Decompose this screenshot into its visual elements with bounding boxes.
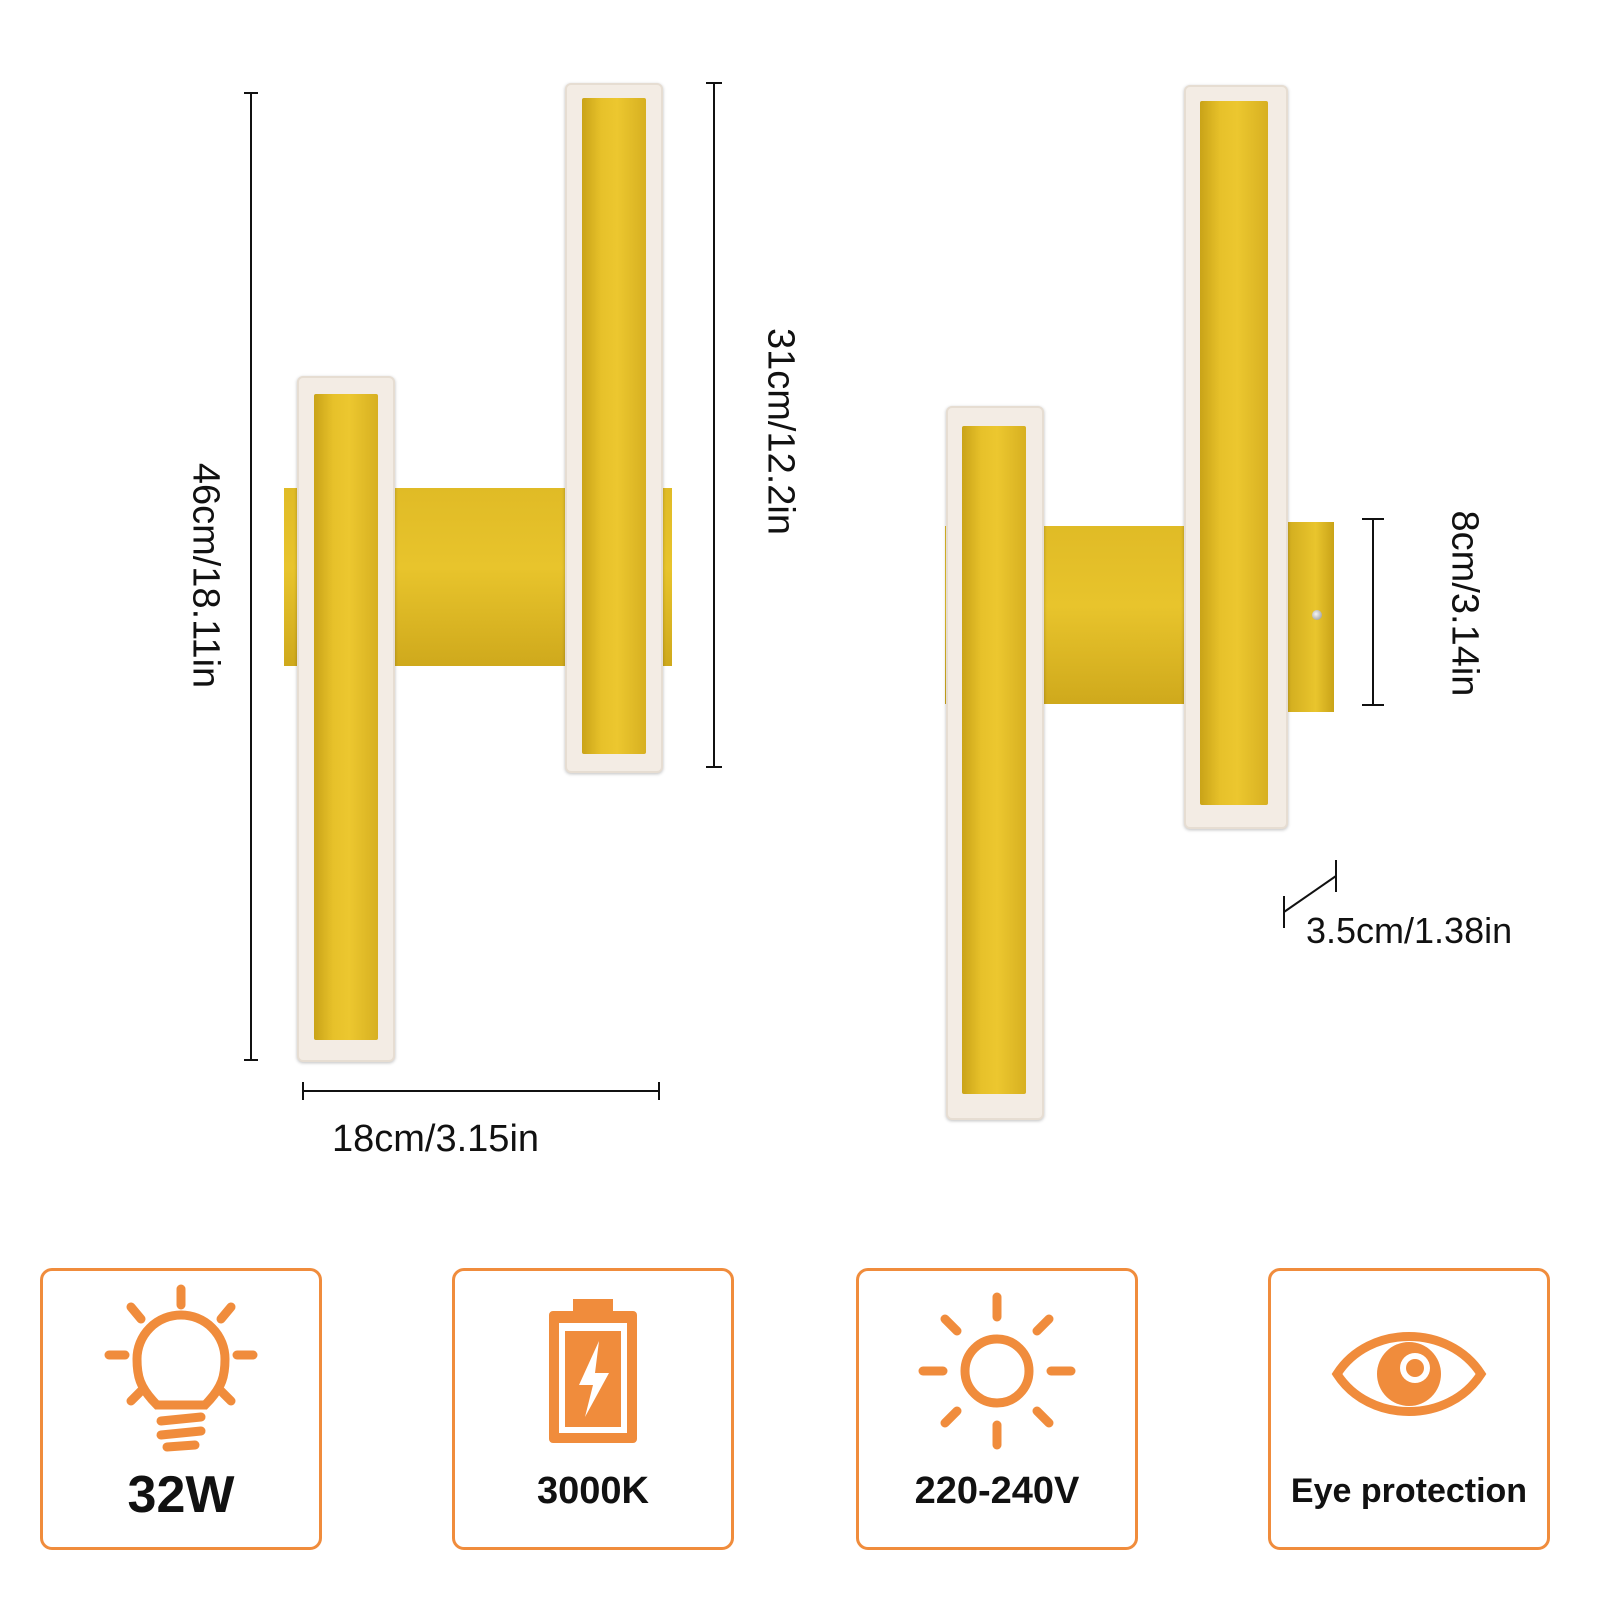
short-light-bar — [946, 406, 1044, 1120]
total-height-label: 46cm/18.11in — [184, 462, 227, 689]
power-label: 32W — [127, 1466, 235, 1524]
eye-icon — [1331, 1332, 1487, 1416]
sun-icon — [918, 1292, 1076, 1450]
left-light-bar — [297, 376, 395, 1062]
right-bar-gold-face — [582, 98, 646, 754]
battery-charging-icon — [549, 1299, 637, 1443]
color-temperature-label: 3000K — [537, 1470, 649, 1512]
eye-protection-label: Eye protection — [1290, 1472, 1528, 1510]
panel-height-label: 31cm/12.2in — [759, 327, 802, 535]
wall-plate — [1288, 522, 1334, 712]
depth-indicator-lines — [1283, 860, 1337, 928]
feature-power: 32W — [40, 1268, 322, 1550]
tall-bar-gold-face — [1200, 101, 1268, 805]
tall-light-bar — [1184, 85, 1288, 829]
screw — [1312, 610, 1322, 620]
voltage-label: 220-240V — [914, 1470, 1080, 1512]
left-bar-gold-face — [314, 394, 378, 1040]
right-light-bar — [565, 83, 663, 773]
width-label: 18cm/3.15in — [332, 1118, 540, 1160]
short-bar-gold-face — [962, 426, 1026, 1094]
depth-label: 3.5cm/1.38in — [1306, 910, 1513, 951]
base-height-label: 8cm/3.14in — [1443, 510, 1486, 697]
feature-voltage: 220-240V — [856, 1268, 1138, 1550]
feature-color-temperature: 3000K — [452, 1268, 734, 1550]
lightbulb-icon — [104, 1284, 258, 1452]
feature-eye-protection: Eye protection — [1268, 1268, 1550, 1550]
